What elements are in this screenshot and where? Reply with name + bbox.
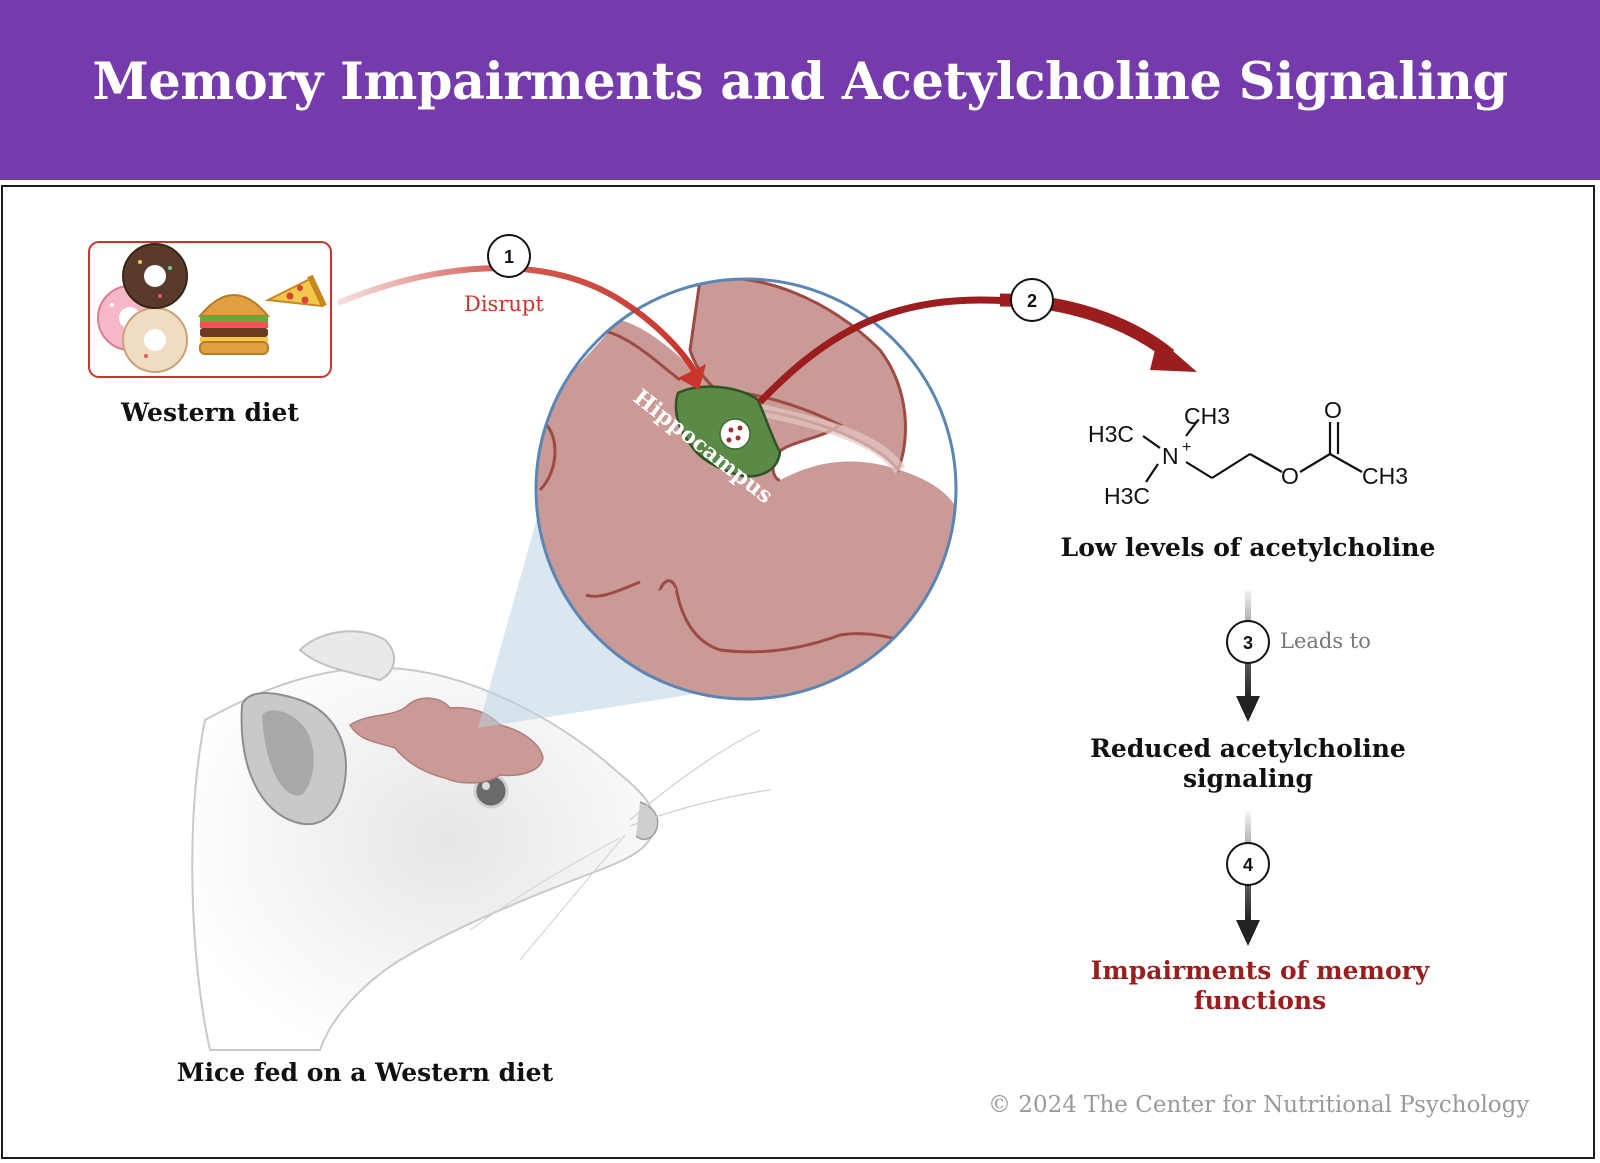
h3c-bottom: H3C <box>1104 483 1150 509</box>
memory-impairment-line-2: functions <box>1193 986 1327 1015</box>
oxygen-carbonyl: O <box>1324 397 1342 423</box>
memory-impairment-label: Impairments of memory functions <box>1060 956 1460 1016</box>
acetylcholine-structure: H3C CH3 N + H3C O O CH3 <box>1088 397 1408 509</box>
reduced-signaling-line-2: signaling <box>1182 764 1314 793</box>
leads-to-label: Leads to <box>1280 629 1371 653</box>
nitrogen: N <box>1162 443 1179 469</box>
disrupt-arrow <box>336 265 698 374</box>
oxygen-ester: O <box>1281 463 1299 489</box>
page-title: Memory Impairments and Acetylcholine Sig… <box>92 52 1508 112</box>
step-3-badge: 3 <box>1226 620 1270 664</box>
step-3-number: 3 <box>1243 633 1253 653</box>
disrupt-arrowhead <box>678 364 706 390</box>
donut-icon <box>97 243 188 373</box>
charge: + <box>1182 439 1191 456</box>
title-banner: Memory Impairments and Acetylcholine Sig… <box>0 0 1600 180</box>
h3c-top: H3C <box>1088 421 1134 447</box>
copyright-notice: © 2024 The Center for Nutritional Psycho… <box>988 1092 1530 1118</box>
magnifier-ring <box>534 277 958 701</box>
step-1-badge: 1 <box>487 234 531 278</box>
pizza-icon <box>264 274 327 308</box>
step-2-badge: 2 <box>1010 278 1054 322</box>
low-acetylcholine-label: Low levels of acetylcholine <box>1060 533 1436 562</box>
ch3-ester: CH3 <box>1362 463 1408 489</box>
step-1-number: 1 <box>504 247 514 267</box>
mice-label: Mice fed on a Western diet <box>176 1058 554 1087</box>
memory-impairment-line-1: Impairments of memory <box>1090 956 1430 985</box>
reduced-signaling-line-1: Reduced acetylcholine <box>1090 734 1406 763</box>
step-4-badge: 4 <box>1226 842 1270 886</box>
step-4-number: 4 <box>1243 855 1253 875</box>
western-diet-box <box>88 241 332 378</box>
ch3-n: CH3 <box>1184 403 1230 429</box>
dark-red-arrowhead <box>1150 338 1197 372</box>
step-2-number: 2 <box>1027 291 1037 311</box>
burger-icon <box>197 294 271 355</box>
western-diet-label: Western diet <box>121 398 299 427</box>
diagram-frame <box>1 185 1595 1159</box>
reduced-signaling-label: Reduced acetylcholine signaling <box>1060 734 1436 794</box>
cell-icon <box>719 418 751 450</box>
disrupt-label: Disrupt <box>464 292 544 316</box>
mouse-illustration <box>191 630 771 1051</box>
